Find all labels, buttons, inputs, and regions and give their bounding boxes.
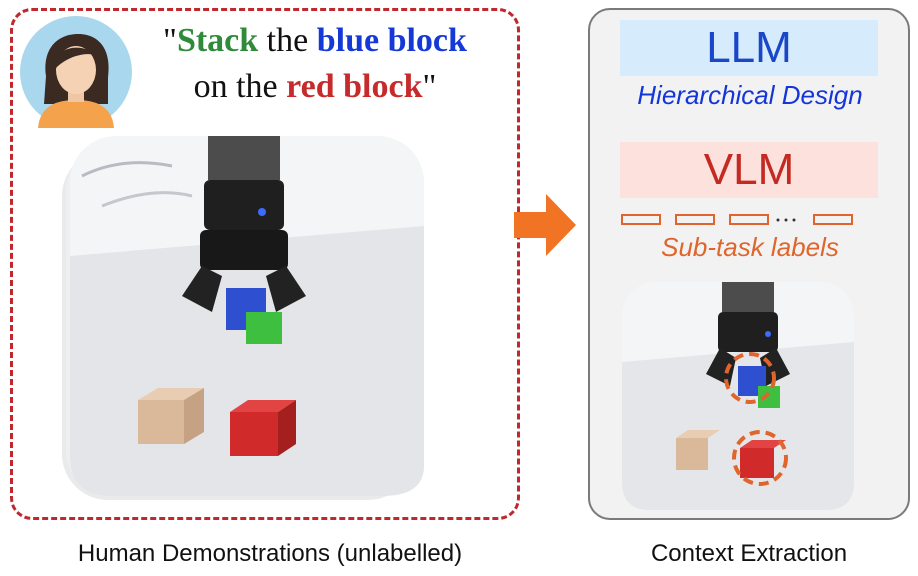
sub-task-labels-text: Sub-task labels [661, 232, 839, 262]
robot-context-photo [622, 282, 854, 510]
caption-human-demonstrations: Human Demonstrations (unlabelled) [77, 540, 463, 567]
user-avatar-icon [20, 16, 132, 128]
instruction-text: "Stack the blue block on the red block" [130, 18, 500, 110]
llm-box [620, 20, 878, 76]
quote-close: " [422, 68, 437, 105]
sub-task-label-boxes [621, 214, 853, 225]
hierarchical-design-label: Hierarchical Design [637, 80, 863, 110]
instruction-line-1: "Stack the blue block [130, 18, 500, 64]
quote-open: " [163, 22, 177, 59]
word-the: the [258, 22, 317, 59]
gripper-icon [182, 136, 306, 312]
caption-context-extraction: Context Extraction [650, 540, 848, 567]
word-red-block: red block [286, 68, 423, 105]
word-on-the: on the [193, 68, 287, 105]
word-stack: Stack [176, 22, 259, 59]
arrow-right-icon [514, 194, 576, 256]
vlm-label: VLM [703, 145, 795, 194]
vlm-box [620, 142, 878, 198]
word-blue-block: blue block [316, 22, 467, 59]
llm-label: LLM [706, 23, 792, 72]
robot-demo-photo [62, 136, 424, 500]
demonstrations-panel [10, 8, 520, 520]
instruction-line-2: on the red block" [130, 64, 500, 110]
